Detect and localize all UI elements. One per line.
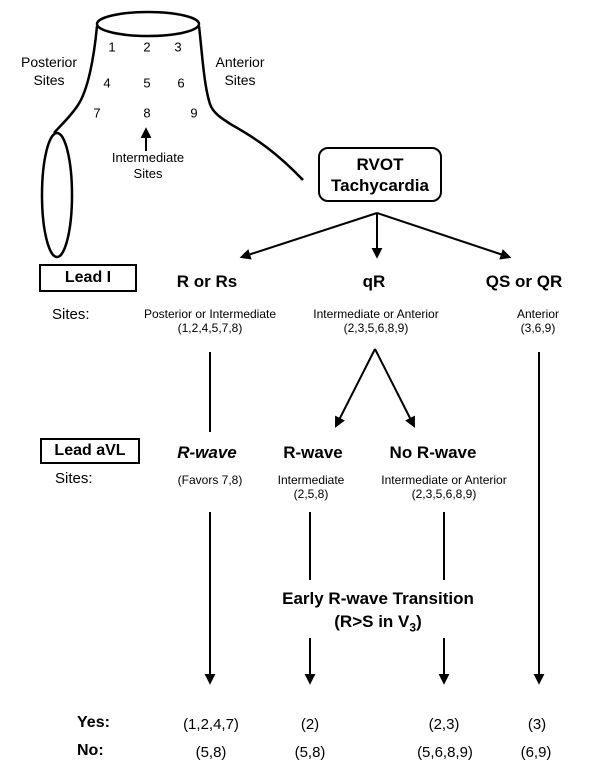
avl-rwave-sites: Intermediate (2,5,8) [278, 473, 345, 501]
site-number-5: 5 [143, 75, 151, 91]
valve-ellipse [40, 131, 74, 259]
site-number-8: 8 [143, 105, 151, 121]
branch-r-or-rs-label: R or Rs [176, 272, 238, 291]
r-or-rs-sites-line1: Posterior or Intermediate [143, 307, 277, 321]
transition-line2-prefix: (R>S in V [334, 612, 410, 631]
qr-sites-line1: Intermediate or Anterior [313, 307, 439, 321]
favors-sites: (Favors 7,8) [177, 473, 243, 487]
anterior-sites-label: Anterior Sites [215, 53, 264, 89]
avl-no-rwave-label: No R-wave [389, 443, 477, 462]
avl-no-rwave-sites-line1: Intermediate or Anterior [381, 473, 507, 487]
avl-rwave-label: R-wave [283, 443, 343, 462]
site-number-3: 3 [174, 39, 182, 55]
avl-no-rwave-sites-line2: (2,3,5,6,8,9) [411, 487, 477, 501]
site-number-1: 1 [108, 39, 116, 55]
yes-value-col3: (2,3) [428, 716, 460, 733]
qs-or-qr-sites-line2: (3,6,9) [520, 321, 556, 335]
qs-or-qr-sites: Anterior (3,6,9) [517, 307, 559, 335]
yes-value-col4: (3) [527, 716, 547, 733]
intermediate-label-line2: Sites [133, 166, 163, 181]
intermediate-sites-label: Intermediate Sites [112, 150, 184, 182]
posterior-label-line2: Sites [33, 72, 65, 88]
avl-rwave-sites-line2: (2,5,8) [293, 487, 329, 501]
root-branch-arrows [239, 212, 512, 260]
column-lines [204, 352, 545, 685]
site-number-7: 7 [93, 105, 101, 121]
transition-v3-subscript: 3 [409, 620, 417, 635]
rvot-opening-ellipse [95, 10, 201, 38]
r-or-rs-sites-line2: (1,2,4,5,7,8) [177, 321, 243, 335]
qs-or-qr-sites-line1: Anterior [516, 307, 560, 321]
lead-i-sites-label: Sites: [52, 306, 90, 323]
lead-avl-sites-label: Sites: [55, 470, 93, 487]
r-or-rs-sites: Posterior or Intermediate (1,2,4,5,7,8) [144, 307, 276, 335]
avl-no-rwave-sites: Intermediate or Anterior (2,3,5,6,8,9) [381, 473, 506, 501]
lead-i-box: Lead I [39, 264, 137, 292]
site-number-2: 2 [143, 39, 151, 55]
avl-rwave-italic-label: R-wave [177, 443, 237, 462]
no-value-col3: (5,6,8,9) [417, 744, 473, 761]
qr-sites-line2: (2,3,5,6,8,9) [343, 321, 409, 335]
rvot-anatomy-outline [40, 10, 304, 259]
no-value-col2: (5,8) [294, 744, 326, 761]
arrow-qr-to-rwave [335, 348, 376, 428]
yes-value-col2: (2) [300, 716, 320, 733]
transition-criterion: (R>S in V3) [334, 612, 421, 634]
no-value-col1: (5,8) [195, 744, 227, 761]
outline-left [53, 25, 99, 134]
site-number-4: 4 [103, 75, 111, 91]
outline-right [197, 25, 304, 181]
rvot-tachycardia-box: RVOT Tachycardia [318, 147, 442, 202]
no-value-col4: (6,9) [520, 744, 552, 761]
transition-line2-suffix: ) [416, 612, 422, 631]
qr-fork-arrows [335, 348, 415, 428]
arrow-root-to-r-or-rs [239, 212, 378, 260]
arrow-root-to-qs-or-qr [376, 212, 512, 260]
qr-sites: Intermediate or Anterior (2,3,5,6,8,9) [313, 307, 438, 335]
posterior-sites-label: Posterior Sites [21, 53, 77, 89]
site-number-6: 6 [177, 75, 185, 91]
lead-avl-box: Lead aVL [40, 438, 140, 464]
branch-qr-label: qR [362, 272, 386, 291]
posterior-label-line1: Posterior [20, 54, 78, 70]
anterior-label-line2: Sites [224, 72, 256, 88]
rvot-box-line1: RVOT [356, 154, 404, 174]
no-row-label: No: [77, 742, 104, 759]
yes-row-label: Yes: [77, 714, 110, 731]
branch-qs-or-qr-label: QS or QR [485, 272, 563, 291]
yes-value-col1: (1,2,4,7) [183, 716, 239, 733]
transition-title: Early R-wave Transition [282, 589, 474, 608]
anterior-label-line1: Anterior [215, 54, 265, 70]
arrow-qr-to-no-rwave [374, 348, 415, 428]
rvot-box-line2: Tachycardia [331, 175, 429, 195]
site-number-9: 9 [190, 105, 198, 121]
intermediate-label-line1: Intermediate [111, 150, 185, 165]
avl-rwave-sites-line1: Intermediate [277, 473, 345, 487]
